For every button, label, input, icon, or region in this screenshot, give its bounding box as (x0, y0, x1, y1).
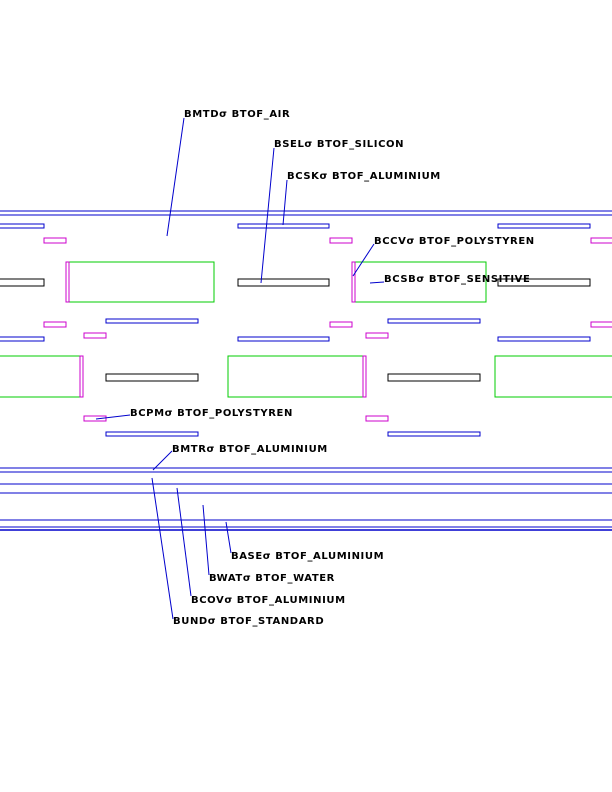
element (0, 278, 45, 287)
labels: BMTDσ BTOF_AIR BSELσ BTOF_SILICON BCSKσ … (130, 109, 535, 627)
leader-bcsb (369, 281, 385, 284)
blue-plates (0, 223, 591, 437)
plate (387, 431, 481, 437)
plate (237, 336, 330, 342)
element (105, 373, 199, 382)
end-cap (351, 261, 356, 303)
plate (0, 223, 45, 229)
label-bwat: BWATσ BTOF_WATER (209, 573, 335, 584)
piece (43, 321, 67, 328)
label-bcov: BCOVσ BTOF_ALUMINIUM (191, 595, 346, 606)
plate (0, 336, 45, 342)
black-elements (0, 278, 591, 382)
tray-lines (0, 210, 612, 531)
label-base: BASEσ BTOF_ALUMINIUM (231, 551, 384, 562)
end-cap (362, 355, 367, 398)
leader-bcpm (95, 414, 131, 420)
plate (105, 318, 199, 324)
label-bsel: BSELσ BTOF_SILICON (274, 139, 404, 150)
module (494, 355, 612, 398)
end-cap (79, 355, 84, 398)
leader-bcsk (282, 179, 288, 226)
element (497, 278, 591, 287)
module (0, 355, 81, 398)
leader-bwat (202, 504, 210, 576)
label-bcpm: BCPMσ BTOF_POLYSTYREN (130, 408, 293, 419)
plate (105, 431, 199, 437)
label-bmtr: BMTRσ BTOF_ALUMINIUM (172, 444, 328, 455)
label-bcsb: BCSBσ BTOF_SENSITIVE (384, 274, 530, 285)
label-bccv: BCCVσ BTOF_POLYSTYREN (374, 236, 535, 247)
piece (43, 237, 67, 244)
leader-bmtd (166, 117, 185, 237)
element (237, 278, 330, 287)
label-bund: BUNDσ BTOF_STANDARD (173, 616, 324, 627)
label-bmtd: BMTDσ BTOF_AIR (184, 109, 290, 120)
module (68, 261, 215, 303)
module (227, 355, 364, 398)
piece (365, 332, 389, 339)
piece (83, 415, 107, 422)
piece (329, 321, 353, 328)
leader-base (225, 521, 232, 554)
plate (497, 223, 591, 229)
leader-bsel (260, 147, 275, 284)
piece (590, 237, 612, 244)
magenta-pieces (43, 237, 612, 422)
leader-bmtr (152, 450, 173, 471)
piece (83, 332, 107, 339)
piece (590, 321, 612, 328)
piece (365, 415, 389, 422)
leader-bccv (352, 243, 375, 277)
element (387, 373, 481, 382)
end-cap (65, 261, 70, 303)
leader-bund (151, 477, 174, 620)
label-bcsk: BCSKσ BTOF_ALUMINIUM (287, 171, 441, 182)
plate (497, 336, 591, 342)
plate (387, 318, 481, 324)
piece (329, 237, 353, 244)
leader-lines (95, 117, 385, 620)
leader-bcov (176, 487, 192, 597)
